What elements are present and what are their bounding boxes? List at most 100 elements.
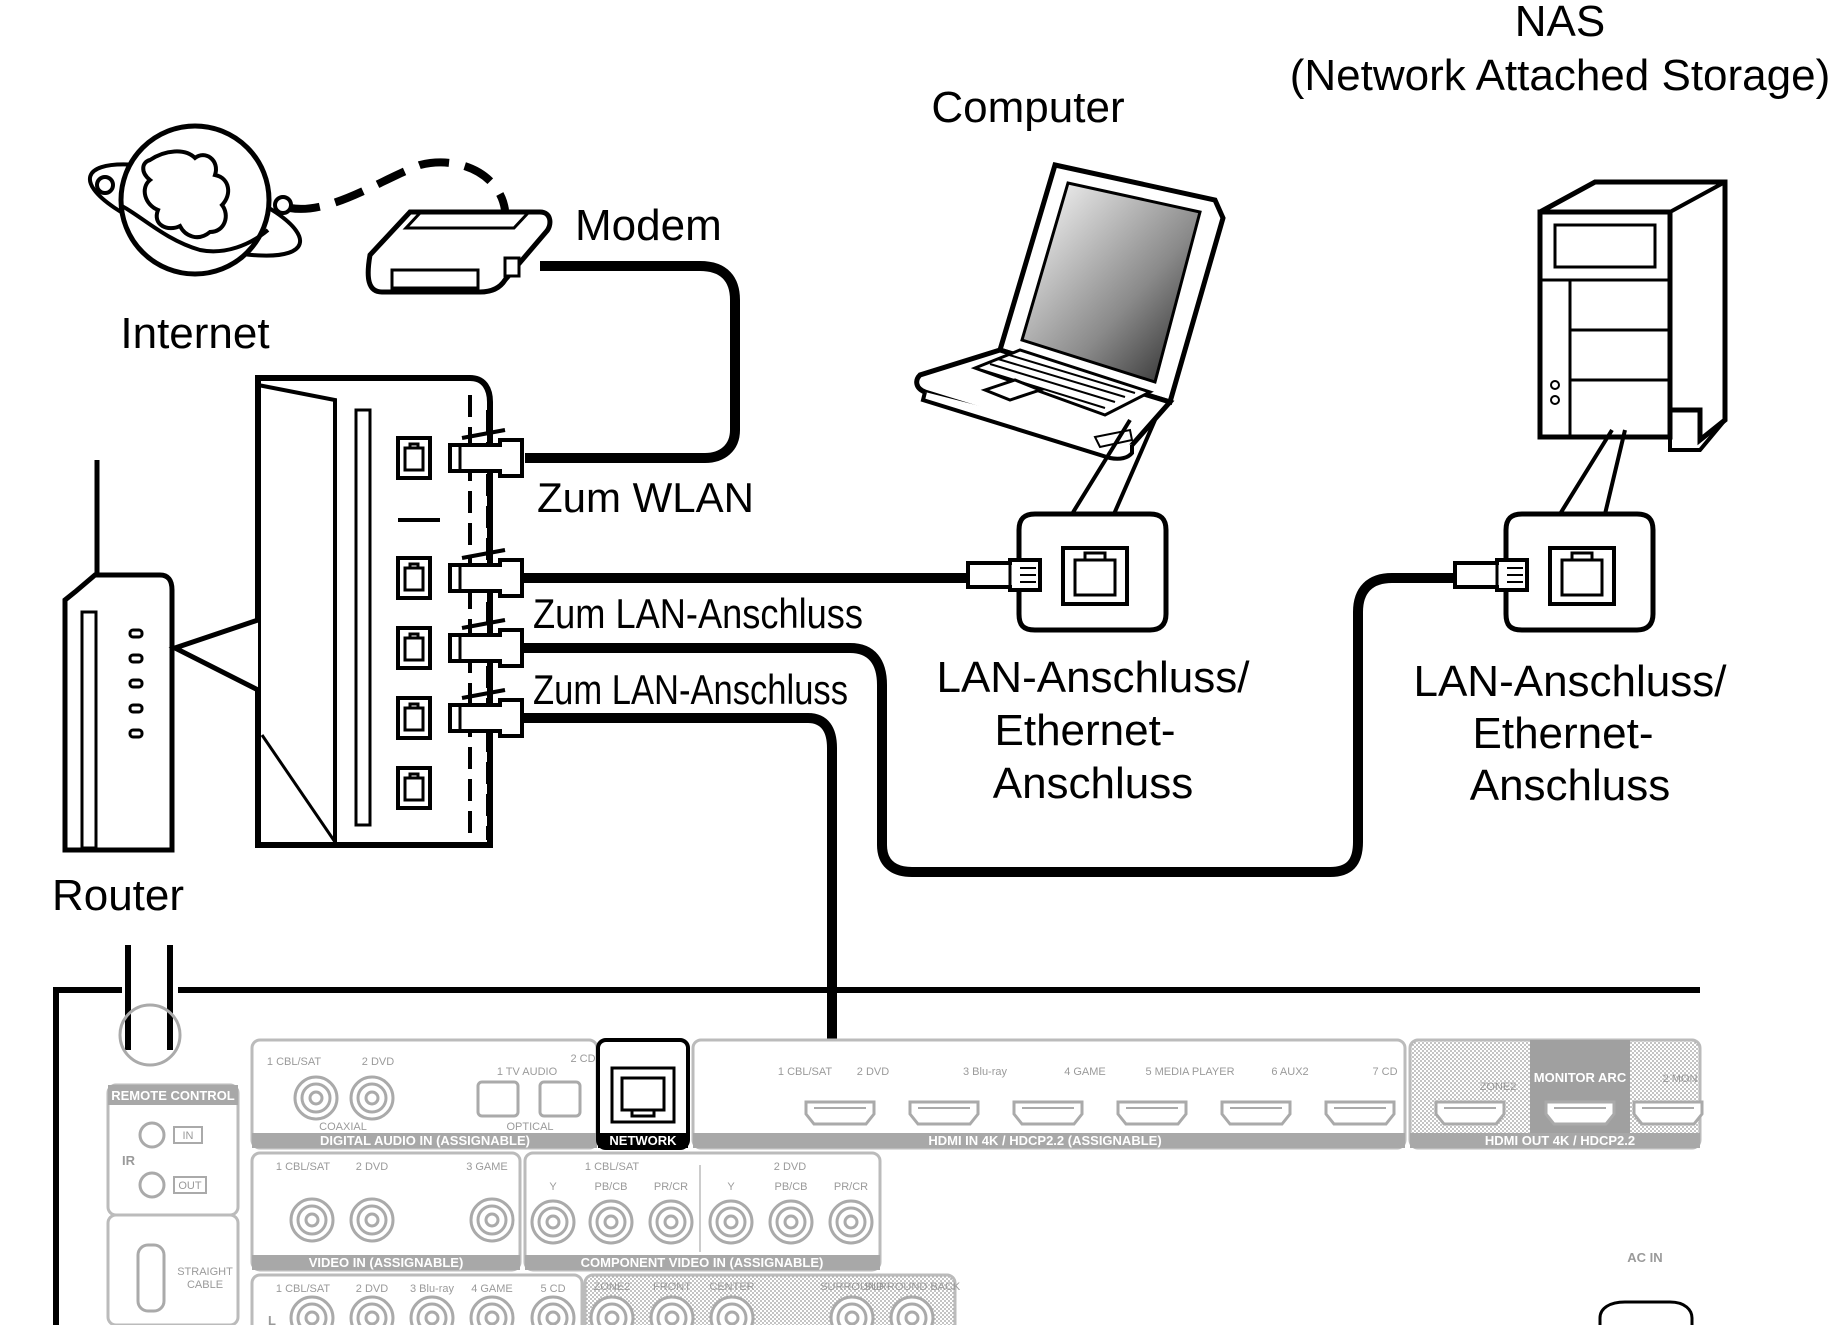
optical-label: OPTICAL	[506, 1121, 553, 1133]
router-lan-port-4	[396, 766, 432, 810]
router-icon	[62, 460, 175, 853]
component-ch-3: PR/CR	[654, 1181, 688, 1193]
hdmi-input-5: 5 MEDIA PLAYER	[1145, 1066, 1234, 1078]
ir-in-label: IN	[183, 1130, 194, 1142]
video-input-3: 3 GAME	[466, 1161, 508, 1173]
nas-cable	[522, 573, 1455, 877]
da-input-3: 1 TV AUDIO	[497, 1066, 558, 1078]
hdmi-in-port-3	[908, 1100, 980, 1126]
computer-port-label-2: Ethernet-	[995, 706, 1176, 755]
zone2-label: ZONE2	[1480, 1081, 1517, 1093]
modem-icon	[365, 209, 553, 295]
hdmi-input-7: 7 CD	[1372, 1066, 1397, 1078]
hdmi-out-port-monitor2	[1632, 1100, 1704, 1126]
hdmi-in-bar: HDMI IN 4K / HDCP2.2 (ASSIGNABLE)	[928, 1133, 1161, 1148]
digital-audio-bar: DIGITAL AUDIO IN (ASSIGNABLE)	[320, 1133, 530, 1148]
coax-jack-2	[349, 1075, 395, 1121]
hdmi-input-1: 1 CBL/SAT	[778, 1066, 832, 1078]
video-bar: VIDEO IN (ASSIGNABLE)	[309, 1255, 464, 1270]
hdmi-out-bar: HDMI OUT 4K / HDCP2.2	[1485, 1133, 1635, 1148]
da-input-2: 2 DVD	[362, 1056, 394, 1068]
audio-left-label: L	[268, 1313, 276, 1325]
hdmi-out-port-monitor	[1544, 1100, 1616, 1126]
component-jack-2	[588, 1199, 634, 1245]
audio-input-2: 2 DVD	[356, 1283, 388, 1295]
component-input-1: 1 CBL/SAT	[585, 1161, 639, 1173]
preout-surround-back: SURROUND BACK	[864, 1281, 961, 1293]
nas-icon	[1537, 179, 1728, 452]
nas-lan-port-callout	[1503, 511, 1656, 633]
video-jack-1	[289, 1197, 335, 1243]
hdmi-in-port-2	[804, 1100, 876, 1126]
computer-lan-port-callout	[1016, 511, 1169, 633]
coaxial-label: COAXIAL	[319, 1121, 367, 1133]
component-bar: COMPONENT VIDEO IN (ASSIGNABLE)	[581, 1255, 824, 1270]
preout-front: FRONT	[653, 1281, 691, 1293]
receiver-rear-panel: REMOTE CONTROL IR IN OUT STRAIGHT CABLE …	[53, 945, 1704, 1325]
audio-jack-4	[469, 1295, 515, 1325]
hdmi-in-port-6	[1220, 1100, 1292, 1126]
internet-label: Internet	[120, 309, 269, 358]
audio-jack-3	[409, 1295, 455, 1325]
nas-label: NAS	[1515, 0, 1605, 46]
audio-jack-1	[289, 1295, 335, 1325]
globe-icon	[87, 123, 303, 277]
component-jack-5	[768, 1199, 814, 1245]
nas-port-label-2: Ethernet-	[1473, 709, 1654, 758]
router-lan-port-3	[396, 696, 432, 740]
nas-port-pointer	[1558, 428, 1627, 516]
router-plug-wlan	[448, 428, 524, 478]
router-lan-port-2	[396, 626, 432, 670]
hdmi-input-3: 3 Blu-ray	[963, 1066, 1008, 1078]
coax-jack-1	[293, 1075, 339, 1121]
hdmi-in-port-4	[1012, 1100, 1084, 1126]
component-jack-4	[708, 1199, 754, 1245]
video-jack-3	[469, 1197, 515, 1243]
audio-jack-2	[349, 1295, 395, 1325]
computer-plug	[966, 558, 1042, 592]
straight-cable-label-2: CABLE	[187, 1279, 223, 1291]
preout-jack-5	[889, 1295, 935, 1325]
preout-jack-1	[589, 1295, 635, 1325]
computer-label: Computer	[931, 83, 1124, 132]
router-lan-port-1	[396, 556, 432, 600]
computer-port-pointer	[1070, 418, 1157, 516]
component-input-2: 2 DVD	[774, 1161, 806, 1173]
component-jack-1	[530, 1199, 576, 1245]
preout-zone2: ZONE2	[594, 1281, 631, 1293]
computer-port-label-3: Anschluss	[993, 759, 1194, 808]
component-ch-1: Y	[549, 1181, 557, 1193]
preout-jack-3	[709, 1295, 755, 1325]
ac-inlet	[1598, 1300, 1694, 1325]
modem-label: Modem	[575, 201, 722, 250]
preout-jack-4	[829, 1295, 875, 1325]
preout-center: CENTER	[709, 1281, 754, 1293]
audio-input-3: 3 Blu-ray	[410, 1283, 455, 1295]
receiver-cable	[522, 713, 837, 1097]
audio-input-4: 4 GAME	[471, 1283, 513, 1295]
hdmi-in-port-7	[1324, 1100, 1396, 1126]
audio-jack-5	[530, 1295, 576, 1325]
network-label: NETWORK	[609, 1133, 677, 1148]
router-plug-lan-2	[448, 618, 524, 668]
wireless-link	[289, 158, 509, 213]
computer-port-label-1: LAN-Anschluss/	[936, 653, 1250, 702]
component-ch-6: PR/CR	[834, 1181, 868, 1193]
remote-control-label: REMOTE CONTROL	[111, 1088, 235, 1103]
component-jack-3	[648, 1199, 694, 1245]
hdmi-out-port-zone2	[1434, 1100, 1506, 1126]
laptop-icon	[914, 162, 1226, 461]
component-ch-5: PB/CB	[774, 1181, 807, 1193]
to-lan-label-2: Zum LAN-Anschluss	[533, 666, 848, 713]
router-plug-lan-1	[448, 548, 524, 598]
nas-port-label-3: Anschluss	[1470, 761, 1671, 810]
router-wlan-port	[396, 436, 432, 480]
hdmi-input-4: 4 GAME	[1064, 1066, 1106, 1078]
monitor2-label: 2 MON	[1663, 1073, 1698, 1085]
router-label: Router	[52, 871, 184, 920]
video-jack-2	[349, 1197, 395, 1243]
to-lan-label-1: Zum LAN-Anschluss	[533, 590, 863, 637]
da-input-4: 2 CD	[570, 1053, 595, 1065]
hdmi-in-port-5	[1116, 1100, 1188, 1126]
modem-cable	[525, 261, 740, 463]
